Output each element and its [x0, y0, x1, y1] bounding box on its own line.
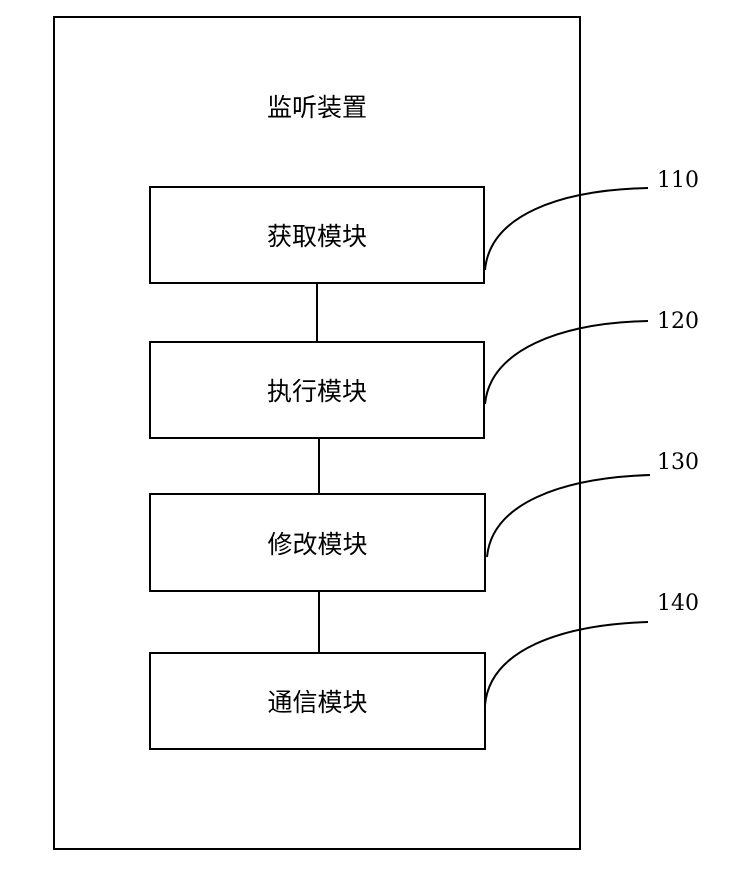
connector-1-2 — [316, 283, 318, 342]
module-label: 执行模块 — [266, 377, 367, 406]
leader-line-120 — [484, 320, 649, 405]
module-label: 修改模块 — [267, 529, 368, 559]
module-acquire: 获取模块 — [149, 186, 485, 284]
connector-3-4 — [318, 591, 320, 653]
module-label: 获取模块 — [266, 222, 367, 251]
leader-line-140 — [484, 621, 649, 706]
ref-number-130: 130 — [657, 450, 699, 475]
module-label: 通信模块 — [267, 688, 368, 717]
ref-number-120: 120 — [657, 309, 699, 334]
leader-line-130 — [486, 474, 651, 558]
leader-line-110 — [484, 187, 649, 271]
device-title: 监听装置 — [266, 93, 367, 122]
module-execute: 执行模块 — [149, 341, 485, 439]
device-container — [53, 16, 581, 850]
ref-number-110: 110 — [657, 168, 699, 193]
module-communicate: 通信模块 — [149, 652, 486, 750]
module-modify: 修改模块 — [149, 493, 486, 592]
ref-number-140: 140 — [657, 591, 699, 616]
connector-2-3 — [318, 438, 320, 494]
